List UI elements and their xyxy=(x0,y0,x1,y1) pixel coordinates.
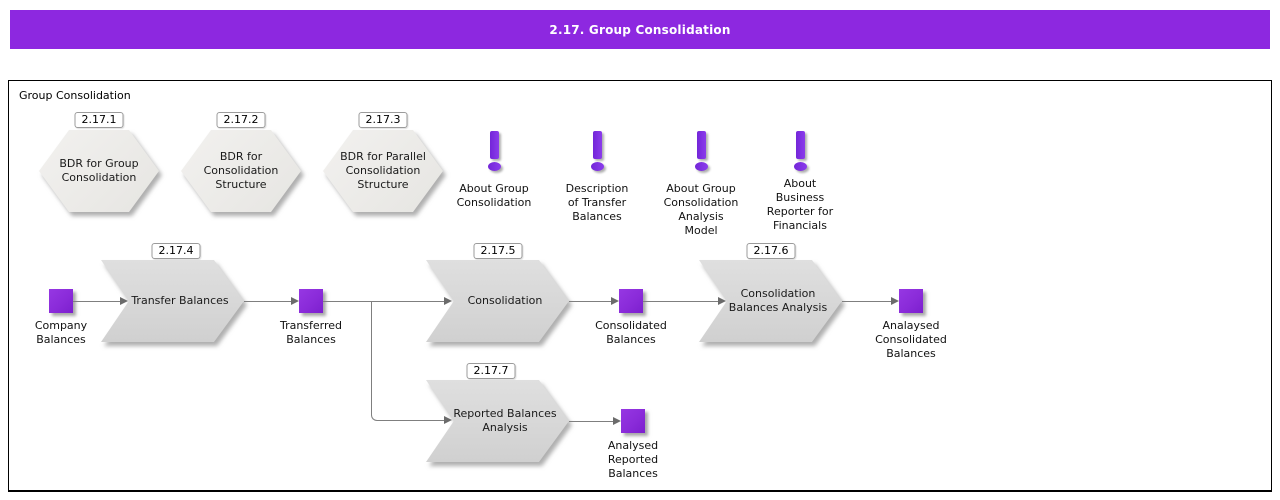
connector-line xyxy=(569,301,611,302)
process-transfer-balances[interactable]: Transfer Balances xyxy=(101,260,244,342)
diagram-canvas: Group Consolidation 2.17.1 BDR for Group… xyxy=(8,80,1272,492)
connector-line xyxy=(569,421,613,422)
artifact-label: Analysed Reported Balances xyxy=(607,439,659,480)
process-reported-balances-analysis[interactable]: Reported Balances Analysis xyxy=(426,380,569,462)
artifact-company-balances[interactable] xyxy=(49,289,73,313)
info-label-about-group-consolidation: About Group Consolidation xyxy=(456,182,532,209)
process-consolidation[interactable]: Consolidation xyxy=(426,260,569,342)
arrowhead-icon xyxy=(120,297,128,305)
artifact-analysed-reported-balances[interactable] xyxy=(621,409,645,433)
badge-2-17-4[interactable]: 2.17.4 xyxy=(151,243,201,259)
arrowhead-icon xyxy=(613,417,621,425)
info-label-description-of-transfer-balances: Description of Transfer Balances xyxy=(565,182,629,223)
connector-line xyxy=(73,301,120,302)
page-title: 2.17. Group Consolidation xyxy=(549,22,731,37)
exclamation-dot xyxy=(694,162,708,171)
chevron-shape[interactable]: Reported Balances Analysis xyxy=(426,380,569,462)
connector-line xyxy=(244,301,291,302)
artifact-transferred-balances[interactable] xyxy=(299,289,323,313)
exclamation-bar xyxy=(592,131,602,159)
connector-line xyxy=(323,301,444,302)
artifact-label: Analaysed Consolidated Balances xyxy=(875,319,947,360)
process-consolidation-balances-analysis[interactable]: Consolidation Balances Analysis xyxy=(699,260,842,342)
arrowhead-icon xyxy=(891,297,899,305)
info-label-about-business-reporter-for-financials: About Business Reporter for Financials xyxy=(766,177,834,232)
exclamation-icon[interactable] xyxy=(785,131,815,171)
artifact-label: Company Balances xyxy=(34,319,88,346)
badge-2-17-1[interactable]: 2.17.1 xyxy=(74,112,124,128)
exclamation-dot xyxy=(793,162,807,171)
badge-2-17-2[interactable]: 2.17.2 xyxy=(216,112,266,128)
arrowhead-icon xyxy=(611,297,619,305)
arrowhead-icon xyxy=(291,297,299,305)
connector-line xyxy=(842,301,891,302)
chevron-shape[interactable]: Consolidation Balances Analysis xyxy=(699,260,842,342)
hexagon-shape[interactable]: BDR for Group Consolidation xyxy=(39,130,159,212)
arrowhead-icon xyxy=(444,297,452,305)
badge-2-17-5[interactable]: 2.17.5 xyxy=(473,243,523,259)
diagram-caption: Group Consolidation xyxy=(19,89,131,102)
hexagon-bdr-consolidation-structure[interactable]: BDR for Consolidation Structure xyxy=(181,130,301,212)
exclamation-icon[interactable] xyxy=(582,131,612,171)
exclamation-bar xyxy=(489,131,499,159)
hexagon-shape[interactable]: BDR for Consolidation Structure xyxy=(181,130,301,212)
badge-2-17-7[interactable]: 2.17.7 xyxy=(466,363,516,379)
arrowhead-icon xyxy=(718,297,726,305)
page-header: 2.17. Group Consolidation xyxy=(10,10,1270,49)
connector-line xyxy=(643,301,718,302)
exclamation-dot xyxy=(590,162,604,171)
chevron-shape[interactable]: Consolidation xyxy=(426,260,569,342)
badge-2-17-6[interactable]: 2.17.6 xyxy=(746,243,796,259)
exclamation-icon[interactable] xyxy=(686,131,716,171)
chevron-shape[interactable]: Transfer Balances xyxy=(101,260,244,342)
exclamation-bar xyxy=(696,131,706,159)
exclamation-bar xyxy=(795,131,805,159)
connector-elbow xyxy=(371,301,444,421)
artifact-label: Consolidated Balances xyxy=(595,319,667,346)
badge-2-17-3[interactable]: 2.17.3 xyxy=(358,112,408,128)
artifact-analaysed-consolidated-balances[interactable] xyxy=(899,289,923,313)
exclamation-dot xyxy=(487,162,501,171)
artifact-consolidated-balances[interactable] xyxy=(619,289,643,313)
hexagon-bdr-parallel-consolidation-structure[interactable]: BDR for Parallel Consolidation Structure xyxy=(323,130,443,212)
arrowhead-icon xyxy=(444,416,452,424)
exclamation-icon[interactable] xyxy=(479,131,509,171)
artifact-label: Transferred Balances xyxy=(279,319,343,346)
hexagon-shape[interactable]: BDR for Parallel Consolidation Structure xyxy=(323,130,443,212)
hexagon-bdr-group-consolidation[interactable]: BDR for Group Consolidation xyxy=(39,130,159,212)
info-label-about-group-consolidation-analysis-model: About Group Consolidation Analysis Model xyxy=(663,182,739,237)
